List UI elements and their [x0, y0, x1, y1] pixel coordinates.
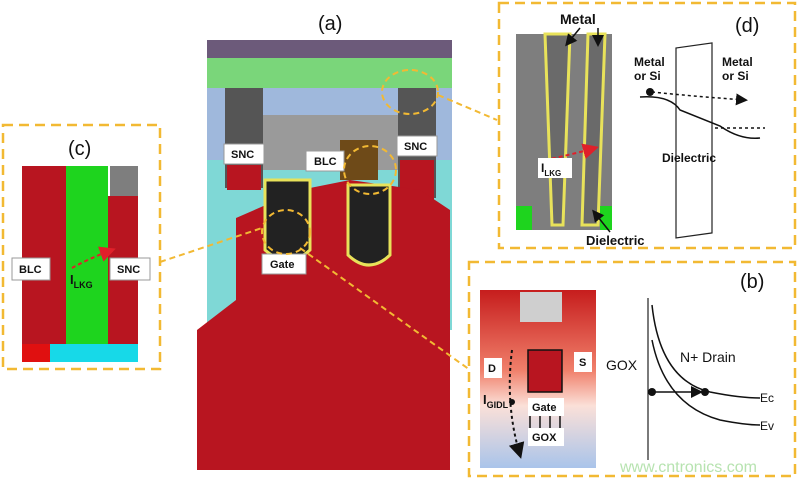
b-gox-label: GOX	[532, 432, 557, 444]
b-gox-band-label: GOX	[606, 357, 638, 373]
highlight-ellipse-gate	[261, 209, 311, 255]
b-n-drain-label: N+ Drain	[680, 349, 736, 365]
gate-label-box	[261, 253, 307, 275]
blc-label-box	[305, 150, 345, 172]
d-metal-top-label: Metal	[560, 11, 596, 27]
blc-block	[340, 140, 378, 180]
b-electron-right	[701, 388, 709, 396]
d-dielectric-pointer	[592, 209, 611, 233]
c-cyan-bottom	[50, 344, 138, 362]
b-gray-cap	[520, 292, 562, 322]
gate-label: Gate	[270, 259, 294, 271]
blc-label: BLC	[314, 156, 337, 168]
c-green-channel	[66, 166, 108, 346]
connector-to-d	[437, 94, 498, 121]
device-top-metal	[207, 40, 452, 60]
snc-right-label-box	[396, 135, 438, 157]
panel-a: (a) SNC SNC BLC Gate	[159, 13, 498, 470]
c-gray-top	[110, 166, 138, 196]
highlight-ellipse-mid	[343, 145, 397, 195]
c-ilkg-label: ILKG	[70, 272, 93, 290]
b-igidl-label: IGIDL	[483, 392, 509, 410]
d-metal-right	[580, 32, 607, 227]
gate-right	[346, 183, 392, 267]
snc-right-label: SNC	[404, 141, 427, 153]
b-gate-label: Gate	[532, 402, 556, 414]
d-tunnel-arrow	[651, 91, 748, 106]
d-right-side-2: or Si	[722, 69, 749, 83]
d-dielectric-slab	[675, 42, 713, 239]
highlight-ellipse-top	[381, 69, 439, 115]
c-leakage-arrow	[71, 246, 116, 269]
watermark: www.cntronics.com	[619, 459, 757, 476]
panel-b: (b) D S Gate GOX IGIDL GOX N+ Drain Ec E…	[467, 260, 797, 478]
b-gate-body	[527, 349, 563, 393]
panel-b-letter: (b)	[740, 271, 764, 293]
c-blc-box	[11, 257, 51, 281]
b-d-label: D	[488, 363, 496, 375]
d-dielectric-bottom-label: Dielectric	[586, 233, 645, 248]
c-snc-box	[109, 257, 151, 281]
panel-d-letter: (d)	[735, 15, 759, 37]
connector-to-b	[299, 247, 471, 371]
snc-left-label: SNC	[231, 149, 254, 161]
d-left-side-2: or Si	[634, 69, 661, 83]
connector-to-c	[159, 227, 263, 263]
d-ilkg-box	[538, 158, 572, 178]
b-gox-box	[528, 428, 564, 446]
c-snc-label: SNC	[117, 264, 140, 276]
b-ec-label: Ec	[760, 391, 774, 405]
d-dielectric-band-label: Dielectric	[662, 151, 716, 165]
b-gidl-dot	[509, 399, 515, 405]
b-gate-box	[528, 398, 564, 416]
snc-left-label-box	[223, 143, 265, 165]
b-s-box	[574, 352, 592, 372]
d-ilkg-label: ILKG	[541, 161, 561, 178]
panel-a-letter: (a)	[318, 13, 342, 35]
b-electron-left	[648, 388, 656, 396]
c-red-corner	[22, 344, 50, 362]
b-d-box	[484, 358, 502, 378]
device-green-layer	[207, 58, 452, 90]
d-left-side-1: Metal	[634, 55, 665, 69]
d-band-curve	[639, 96, 761, 139]
d-right-side-1: Metal	[722, 55, 753, 69]
panel-d: (d) Metal ILKG Dielectric Metal or Si Me…	[497, 1, 797, 250]
d-green-left	[516, 206, 532, 230]
c-blc-label: BLC	[19, 264, 42, 276]
panel-c-letter: (c)	[68, 138, 91, 160]
b-ev-curve	[651, 339, 761, 426]
b-ev-label: Ev	[760, 419, 774, 433]
panel-c: (c) BLC SNC ILKG	[1, 123, 162, 371]
b-s-label: S	[579, 357, 586, 369]
d-electron	[646, 88, 654, 96]
snc-left-red	[227, 165, 261, 190]
d-metal-pointer-1	[565, 27, 581, 47]
gate-left	[263, 178, 312, 262]
